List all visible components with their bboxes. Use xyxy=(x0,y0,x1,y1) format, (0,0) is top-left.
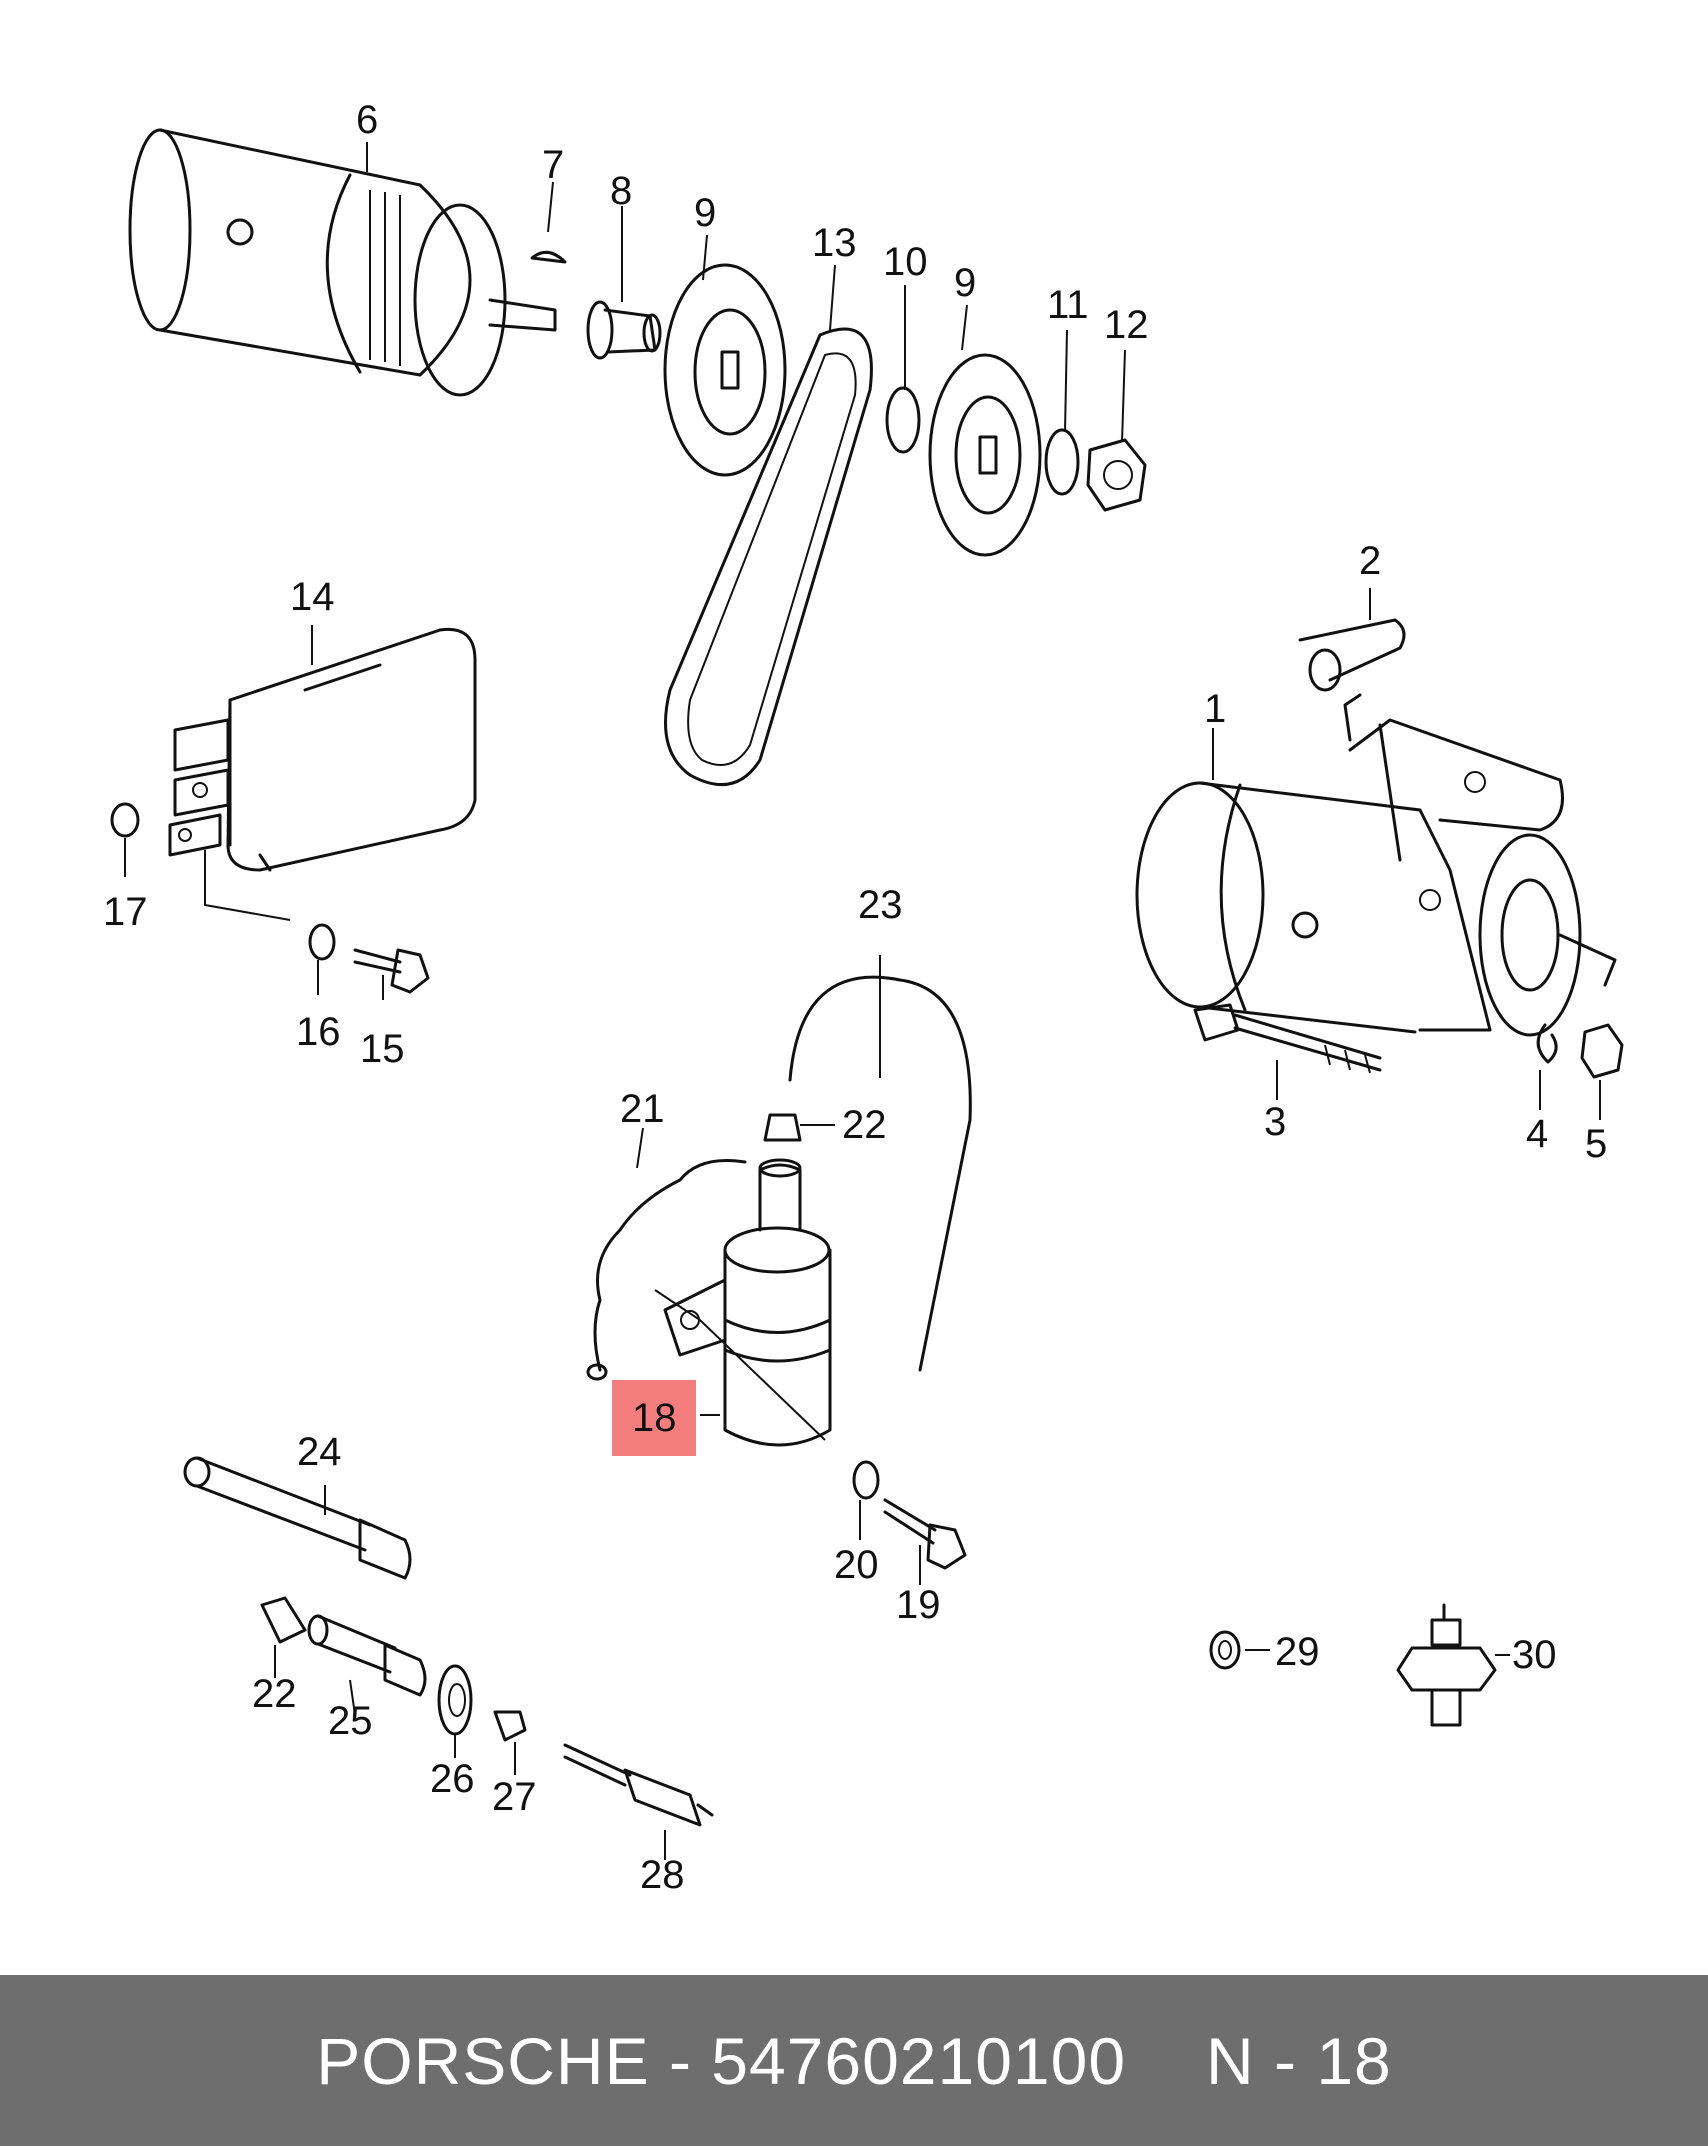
callout-22a: 22 xyxy=(842,1103,887,1147)
callout-9b: 9 xyxy=(954,261,976,305)
callout-10: 10 xyxy=(883,240,928,284)
ht-lead-23-part xyxy=(788,975,972,1372)
terminal-boot-2-part xyxy=(1298,618,1406,692)
v-belt-part xyxy=(664,327,873,787)
callout-4: 4 xyxy=(1526,1112,1548,1156)
washer-20-part xyxy=(852,1460,880,1500)
washer-10-part xyxy=(885,386,921,454)
callout-14: 14 xyxy=(290,575,335,619)
callout-6: 6 xyxy=(356,98,378,142)
callout-27: 27 xyxy=(492,1775,537,1819)
oil-pressure-switch-30-part xyxy=(1396,1603,1497,1727)
nut-5-part xyxy=(1580,1023,1624,1079)
callout-12: 12 xyxy=(1104,303,1149,347)
callout-3: 3 xyxy=(1264,1100,1286,1144)
footer-brand-part-number: PORSCHE - 54760210100 xyxy=(316,2023,1127,2098)
callout-20: 20 xyxy=(834,1543,879,1587)
callout-26: 26 xyxy=(430,1757,475,1801)
pulley-half-right-part xyxy=(928,353,1042,557)
connector-25-part xyxy=(307,1614,427,1697)
leader-lines xyxy=(124,142,1601,1860)
ignition-coil-part xyxy=(654,1158,832,1447)
callout-2: 2 xyxy=(1359,539,1381,583)
seal-26-part xyxy=(437,1664,473,1736)
footer-reference: N - 18 xyxy=(1206,2023,1392,2098)
bolt-19-part xyxy=(883,1498,967,1570)
boot-22-part xyxy=(260,1596,307,1644)
alternator-part xyxy=(128,128,557,397)
callout-13: 13 xyxy=(812,221,857,265)
suppressor-tube-24-part xyxy=(183,1456,412,1580)
callout-15: 15 xyxy=(360,1027,405,1071)
bolt-15-part xyxy=(353,948,430,994)
spark-plug-28-part xyxy=(563,1743,714,1827)
bolt-3-part xyxy=(1193,1003,1382,1074)
highlight-box xyxy=(612,1380,696,1456)
parts-diagram: 1 2 3 4 5 6 7 8 9 9 10 11 12 13 14 15 16… xyxy=(103,98,1624,1897)
callout-29: 29 xyxy=(1275,1630,1320,1674)
nut-27-part xyxy=(493,1710,527,1742)
starter-motor-part xyxy=(1135,693,1617,1037)
callout-11: 11 xyxy=(1047,283,1089,327)
washer-17-part xyxy=(110,802,140,838)
callout-25: 25 xyxy=(328,1699,373,1743)
wire-21-part xyxy=(593,1158,747,1372)
coil-cap-22-part xyxy=(763,1113,802,1142)
pulley-half-left-part xyxy=(663,263,787,477)
callout-24: 24 xyxy=(297,1430,342,1474)
callout-23: 23 xyxy=(858,883,903,927)
sealing-ring-29-part xyxy=(1209,1630,1241,1670)
callout-30: 30 xyxy=(1512,1633,1557,1677)
callout-7: 7 xyxy=(542,143,564,187)
washer-11-part xyxy=(1044,428,1080,496)
spring-washer-4-part xyxy=(1536,1023,1558,1064)
callout-21: 21 xyxy=(620,1087,665,1131)
callout-9a: 9 xyxy=(694,191,716,235)
callout-22b: 22 xyxy=(252,1672,297,1716)
callout-28: 28 xyxy=(640,1853,685,1897)
nut-12-part xyxy=(1086,438,1147,512)
footer-bar: PORSCHE - 54760210100 N - 18 xyxy=(0,1975,1708,2146)
callout-1: 1 xyxy=(1204,687,1226,731)
woodruff-key-part xyxy=(530,250,567,264)
voltage-regulator-part xyxy=(168,627,477,872)
callout-8: 8 xyxy=(610,169,632,213)
callout-17: 17 xyxy=(103,890,148,934)
callout-19: 19 xyxy=(896,1583,941,1627)
callout-18: 18 xyxy=(632,1396,677,1440)
spacer-part xyxy=(586,300,662,360)
callout-16: 16 xyxy=(296,1010,341,1054)
washer-16-part xyxy=(308,923,336,961)
callout-5: 5 xyxy=(1585,1122,1607,1166)
